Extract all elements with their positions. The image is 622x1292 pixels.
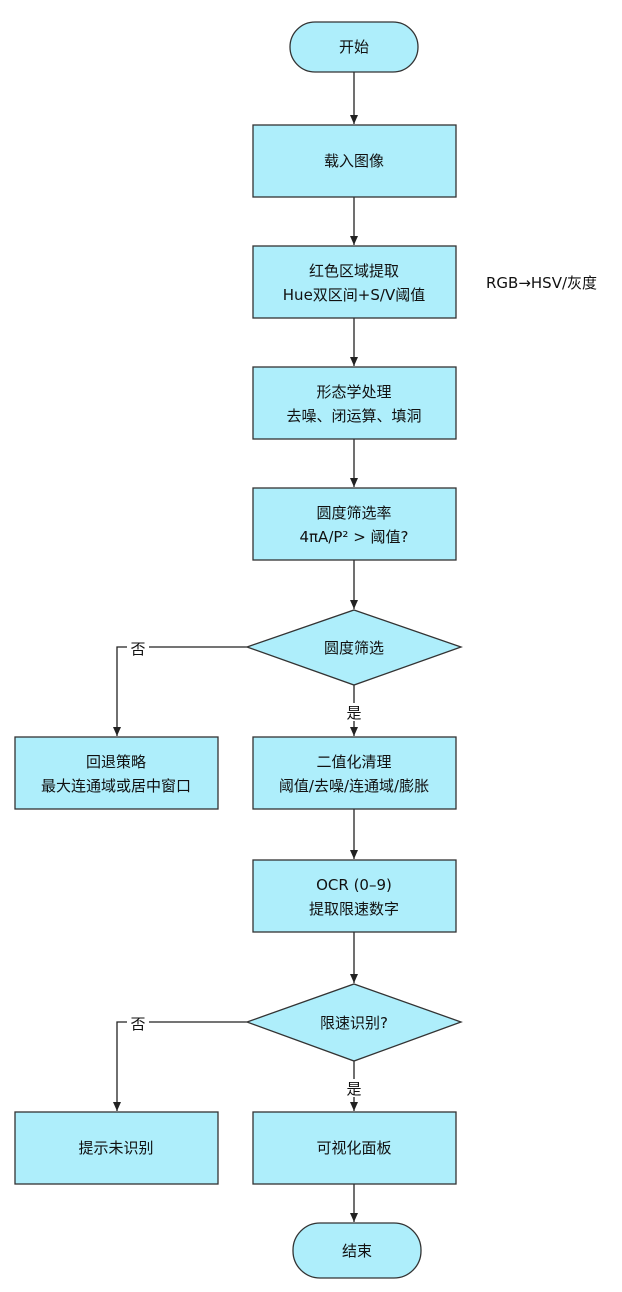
edges: [113, 72, 358, 1222]
visualization-node: 可视化面板: [252, 1111, 457, 1185]
circularity-decision-label: 圆度筛选: [324, 639, 384, 657]
ocr-node: OCR (0–9) 提取限速数字: [252, 859, 457, 933]
ocr-line2: 提取限速数字: [309, 900, 399, 918]
circularity-node: 圆度筛选率 4πA/P² > 阈值?: [252, 487, 457, 561]
circularity-line2: 4πA/P² > 阈值?: [299, 528, 408, 546]
circularity-line1: 圆度筛选率: [316, 504, 391, 522]
binarization-line2: 阈值/去噪/连通域/膨胀: [279, 777, 429, 795]
ocr-decision-label: 限速识别?: [320, 1014, 388, 1032]
ocr-no-label: 否: [130, 1015, 145, 1033]
binarization-line1: 二值化清理: [316, 753, 391, 771]
ocr-line1: OCR (0–9): [316, 876, 392, 894]
load-image-node: 载入图像: [252, 124, 457, 198]
start-label: 开始: [339, 38, 369, 56]
red-region-node: 红色区域提取 Hue双区间+S/V阈值: [252, 245, 457, 319]
edge-labels: 否 是 否 是: [127, 639, 365, 1098]
fallback-node: 回退策略 最大连通域或居中窗口: [14, 736, 219, 810]
red-region-line2: Hue双区间+S/V阈值: [283, 286, 425, 304]
circularity-decision: 圆度筛选: [245, 609, 463, 686]
visualization-label: 可视化面板: [316, 1139, 391, 1157]
ocr-yes-label: 是: [346, 1080, 361, 1098]
circ-yes-label: 是: [346, 704, 361, 722]
end-node: 结束: [292, 1222, 422, 1279]
start-node: 开始: [289, 21, 419, 73]
red-region-line1: 红色区域提取: [309, 262, 399, 280]
circ-no-label: 否: [130, 640, 145, 658]
fallback-line2: 最大连通域或居中窗口: [41, 777, 191, 795]
load-image-label: 载入图像: [324, 152, 384, 170]
morphology-line1: 形态学处理: [316, 383, 391, 401]
edge-circ-no: [113, 646, 247, 736]
ocr-decision: 限速识别?: [245, 983, 463, 1062]
binarization-node: 二值化清理 阈值/去噪/连通域/膨胀: [252, 736, 457, 810]
unrecognized-label: 提示未识别: [78, 1139, 153, 1157]
end-label: 结束: [342, 1242, 372, 1260]
fallback-line1: 回退策略: [86, 753, 146, 771]
morphology-line2: 去噪、闭运算、填洞: [286, 407, 421, 425]
morphology-node: 形态学处理 去噪、闭运算、填洞: [252, 366, 457, 440]
color-space-note: RGB→HSV/灰度: [486, 274, 597, 292]
edge-ocr-no: [113, 1021, 247, 1111]
unrecognized-node: 提示未识别: [14, 1111, 219, 1185]
